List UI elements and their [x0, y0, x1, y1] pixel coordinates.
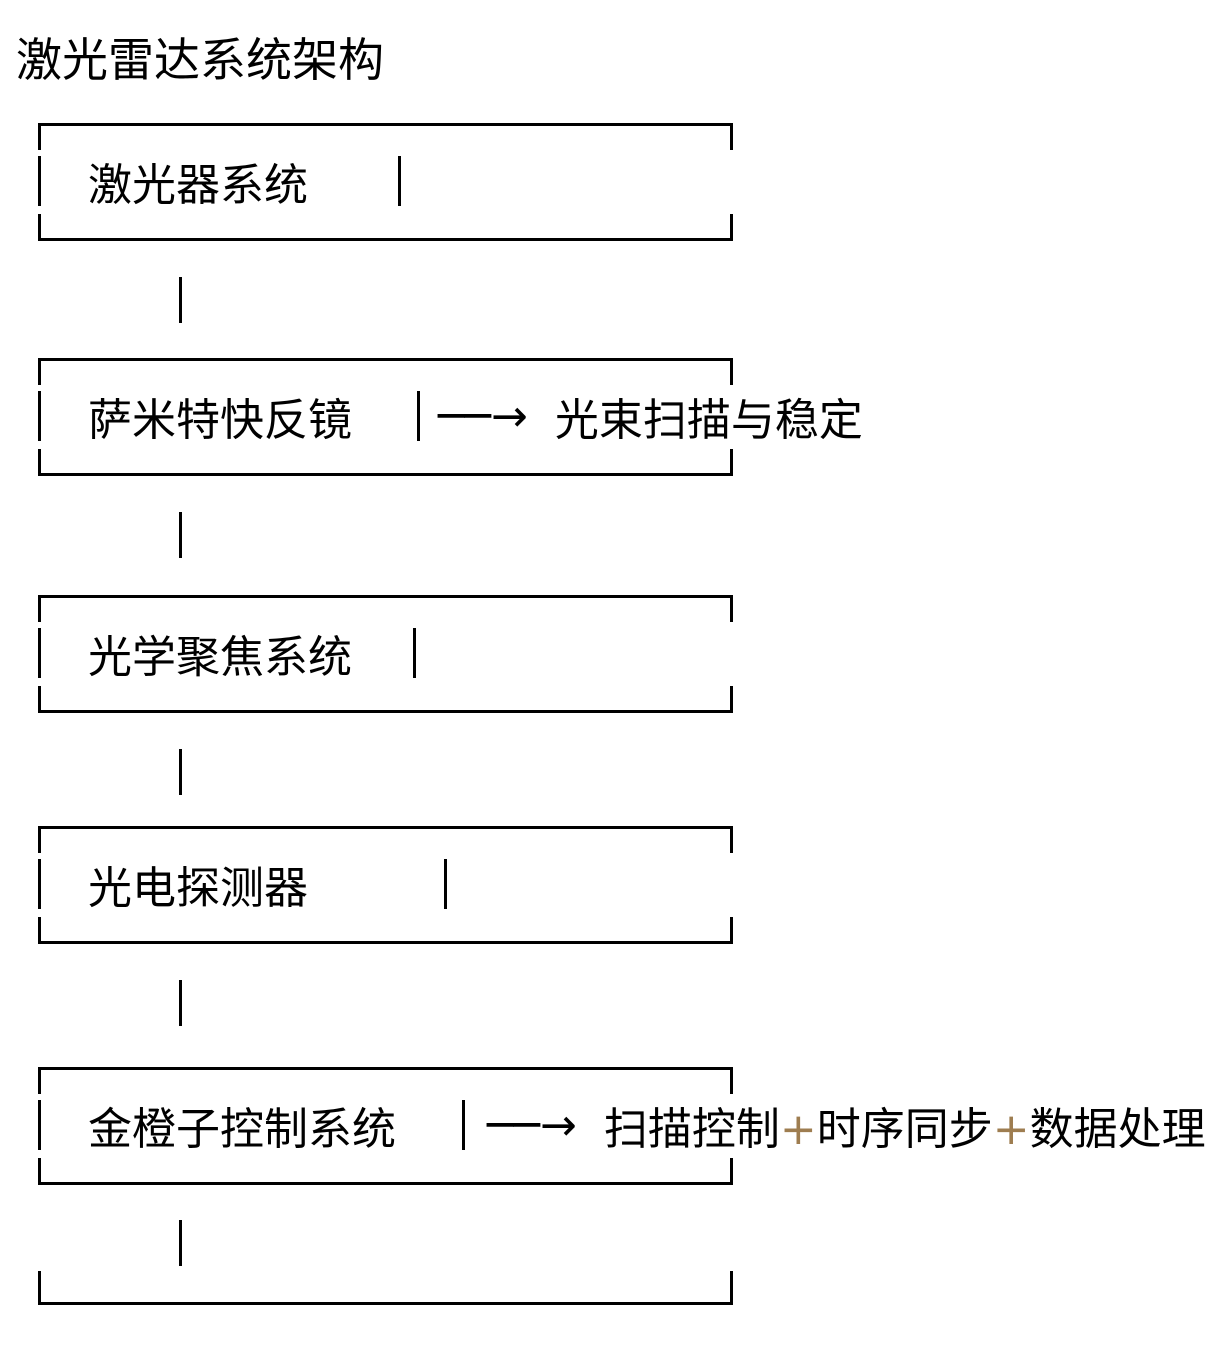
- box-control-system: 金橙子控制系统: [38, 1067, 733, 1185]
- side-part-timing-sync: 时序同步: [816, 1104, 993, 1155]
- box-top-border: [38, 358, 733, 385]
- box-middle-row: 萨米特快反镜: [38, 391, 733, 446]
- plus-separator: +: [992, 1104, 1030, 1155]
- side-annotation-control-functions: ──→ 扫描控制+时序同步+数据处理: [487, 1099, 1206, 1156]
- connector-line-2: [179, 512, 182, 558]
- arrow-right-icon: ──→: [438, 390, 528, 442]
- box-laser-system: 激光器系统: [38, 123, 733, 241]
- arrow-right-icon: ──→: [487, 1099, 577, 1151]
- box-middle-row: 光电探测器: [38, 859, 733, 914]
- box-label: 光学聚焦系统: [88, 632, 352, 683]
- side-annotation-label: 光束扫描与稳定: [554, 395, 863, 446]
- side-annotation-label: 扫描控制+时序同步+数据处理: [604, 1093, 1206, 1157]
- box-left-bar: [38, 628, 41, 678]
- connector-line-1: [179, 277, 182, 323]
- connector-line-5: [179, 1220, 182, 1266]
- box-inner-bar: [413, 628, 416, 678]
- box-left-bar: [38, 859, 41, 909]
- box-top-border: [38, 123, 733, 150]
- box-bottom-border: [38, 1158, 733, 1185]
- plus-separator: +: [779, 1104, 817, 1155]
- box-label: 光电探测器: [88, 863, 308, 914]
- box-bottom-border: [38, 686, 733, 713]
- box-label: 萨米特快反镜: [88, 395, 352, 446]
- side-annotation-beam-scan: ──→ 光束扫描与稳定: [438, 390, 863, 447]
- side-part-data-processing: 数据处理: [1029, 1104, 1206, 1155]
- box-inner-bar: [462, 1100, 465, 1150]
- box-label: 激光器系统: [88, 160, 308, 211]
- box-inner-bar: [417, 391, 420, 441]
- box-photodetector: 光电探测器: [38, 826, 733, 944]
- connector-line-4: [179, 980, 182, 1026]
- box-fast-steering-mirror: 萨米特快反镜: [38, 358, 733, 476]
- box-inner-bar: [444, 859, 447, 909]
- box-optical-focusing-system: 光学聚焦系统: [38, 595, 733, 713]
- side-part-scan-control: 扫描控制: [603, 1104, 780, 1155]
- box-middle-row: 激光器系统: [38, 156, 733, 211]
- box-left-bar: [38, 1100, 41, 1150]
- box-bottom-border: [38, 917, 733, 944]
- box-bottom-border: [38, 214, 733, 241]
- box-top-border: [38, 595, 733, 622]
- box-label: 金橙子控制系统: [88, 1104, 396, 1155]
- box-left-bar: [38, 156, 41, 206]
- box-left-bar: [38, 391, 41, 441]
- partial-box-bottom-border: [38, 1271, 733, 1305]
- box-middle-row: 金橙子控制系统: [38, 1100, 733, 1155]
- page-title: 激光雷达系统架构: [16, 33, 384, 87]
- connector-line-3: [179, 749, 182, 795]
- box-bottom-border: [38, 449, 733, 476]
- box-middle-row: 光学聚焦系统: [38, 628, 733, 683]
- box-inner-bar: [398, 156, 401, 206]
- box-top-border: [38, 826, 733, 853]
- box-top-border: [38, 1067, 733, 1094]
